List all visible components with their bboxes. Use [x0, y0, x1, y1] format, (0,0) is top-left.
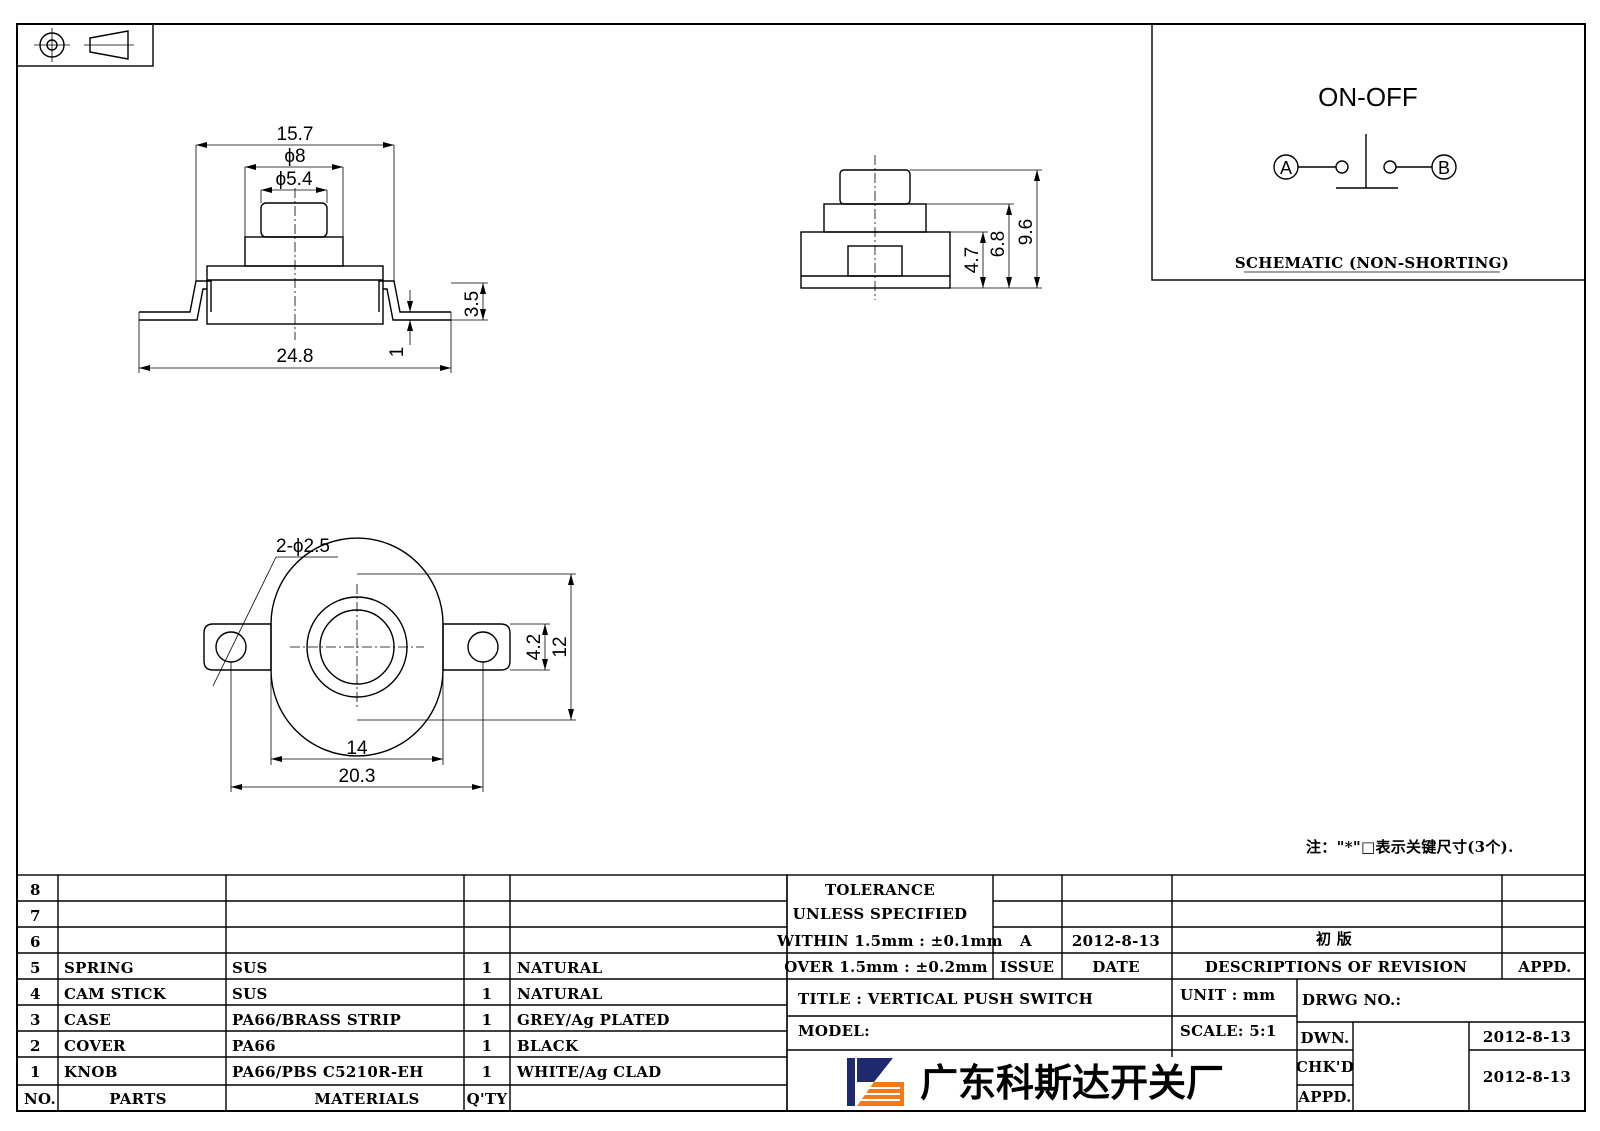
- revision-date: 2012-8-13: [1072, 932, 1160, 950]
- bom-cell-part: SPRING: [64, 959, 134, 977]
- header-date: DATE: [1092, 958, 1140, 976]
- bom-header-parts: PARTS: [109, 1090, 167, 1108]
- dim-plan-slot-height: 4.2: [524, 634, 545, 660]
- drawing-number-label: DRWG NO.:: [1302, 991, 1401, 1009]
- revision-issue: A: [1019, 932, 1032, 950]
- header-descriptions: DESCRIPTIONS OF REVISION: [1205, 958, 1467, 976]
- dim-collar-diameter: ϕ8: [284, 146, 305, 167]
- bom-cell-material: PA66: [232, 1037, 276, 1055]
- header-appd: APPD.: [1517, 958, 1571, 976]
- bom-cell-part: COVER: [64, 1037, 126, 1055]
- schematic-caption: SCHEMATIC (NON-SHORTING): [1235, 254, 1509, 272]
- tolerance-heading: TOLERANCE: [825, 881, 935, 899]
- schematic-node-b: B: [1438, 158, 1450, 178]
- dim-side-total-height: 9.6: [1016, 219, 1037, 245]
- bom-cell-finish: NATURAL: [517, 985, 603, 1003]
- bom-cell-part: CASE: [64, 1011, 111, 1029]
- dim-plan-body-width: 14: [346, 738, 368, 759]
- unit-label: UNIT : mm: [1180, 986, 1275, 1004]
- bom-cell-finish: BLACK: [517, 1037, 579, 1055]
- bom-cell-material: SUS: [232, 985, 268, 1003]
- dim-side-body-height: 4.7: [962, 247, 983, 273]
- bom-cell-no: 6: [30, 933, 41, 951]
- plan-view: 2-ϕ2.5 14 20.3 4.2 12: [203, 536, 576, 792]
- schematic-title: ON-OFF: [1318, 82, 1418, 112]
- scale-label: SCALE: 5:1: [1180, 1022, 1277, 1040]
- bom-cell-qty: 1: [482, 985, 493, 1003]
- dwn-date: 2012-8-13: [1483, 1028, 1571, 1046]
- bom-cell-material: PA66/BRASS STRIP: [232, 1011, 401, 1029]
- dim-plan-hole-pitch: 20.3: [339, 766, 376, 787]
- bom-cell-no: 4: [30, 985, 41, 1003]
- model-label: MODEL:: [798, 1022, 870, 1040]
- header-issue: ISSUE: [1000, 958, 1054, 976]
- note-critical-dimensions: 注："*"□表示关键尺寸(3个).: [1306, 838, 1514, 856]
- bom-cell-part: KNOB: [64, 1063, 118, 1081]
- tolerance-unless: UNLESS SPECIFIED: [793, 905, 968, 923]
- dim-side-collar-height: 6.8: [988, 231, 1009, 257]
- dim-overall-width: 15.7: [277, 124, 314, 145]
- appd-label: APPD.: [1297, 1088, 1351, 1106]
- bom-cell-qty: 1: [482, 1037, 493, 1055]
- bom-cell-no: 8: [30, 881, 41, 899]
- bom-cell-no: 3: [30, 1011, 41, 1029]
- front-view: 15.7 ϕ8 ϕ5.4 24.8 3.5 1: [138, 124, 488, 373]
- projection-symbol-icon: [16, 23, 154, 67]
- company-logo-icon: [847, 1058, 904, 1106]
- dim-base-width: 24.8: [277, 346, 314, 367]
- chkd-label: CHK'D: [1296, 1058, 1354, 1076]
- tolerance-over: OVER 1.5mm : ±0.2mm: [784, 958, 988, 976]
- schematic-panel: ON-OFF A B SCHEMATIC (NON-SHORTING): [1151, 23, 1586, 281]
- bom-cell-material: PA66/PBS C5210R-EH: [232, 1063, 424, 1081]
- schematic-node-a: A: [1280, 158, 1292, 178]
- bom-cell-material: SUS: [232, 959, 268, 977]
- bom-cell-qty: 1: [482, 1063, 493, 1081]
- bom-cell-finish: GREY/Ag PLATED: [517, 1011, 670, 1029]
- title-block: TOLERANCE UNLESS SPECIFIED WITHIN 1.5mm …: [776, 874, 1586, 1112]
- side-view: 4.7 6.8 9.6: [800, 155, 1042, 300]
- company-name: 广东科斯达开关厂: [920, 1061, 1224, 1105]
- bom-header-no: NO.: [24, 1090, 56, 1108]
- bom-header: NO. PARTS MATERIALS Q'TY: [24, 1090, 507, 1108]
- bom-cell-finish: NATURAL: [517, 959, 603, 977]
- bom-header-materials: MATERIALS: [314, 1090, 419, 1108]
- dim-mounting-holes: 2-ϕ2.5: [276, 536, 330, 557]
- bom-cell-part: CAM STICK: [64, 985, 167, 1003]
- bom-cell-qty: 1: [482, 959, 493, 977]
- drawing-title: TITLE : VERTICAL PUSH SWITCH: [798, 990, 1093, 1008]
- bom-header-qty: Q'TY: [467, 1090, 508, 1108]
- dim-body-height: 3.5: [462, 291, 483, 317]
- bom-cell-no: 2: [30, 1037, 41, 1055]
- bom-cell-qty: 1: [482, 1011, 493, 1029]
- dim-terminal-thickness: 1: [387, 347, 408, 358]
- dim-plunger-diameter: ϕ5.4: [275, 169, 312, 190]
- bom-table: [16, 874, 788, 1112]
- bom-cell-no: 5: [30, 959, 41, 977]
- tolerance-within: WITHIN 1.5mm : ±0.1mm: [776, 932, 1003, 950]
- revision-description: 初 版: [1316, 930, 1352, 948]
- dim-plan-total-height: 12: [550, 636, 571, 657]
- bom-cell-no: 1: [30, 1063, 41, 1081]
- chk-date: 2012-8-13: [1483, 1068, 1571, 1086]
- dwn-label: DWN.: [1300, 1029, 1349, 1047]
- bom-cell-no: 7: [30, 907, 41, 925]
- bom-cell-finish: WHITE/Ag CLAD: [516, 1063, 662, 1081]
